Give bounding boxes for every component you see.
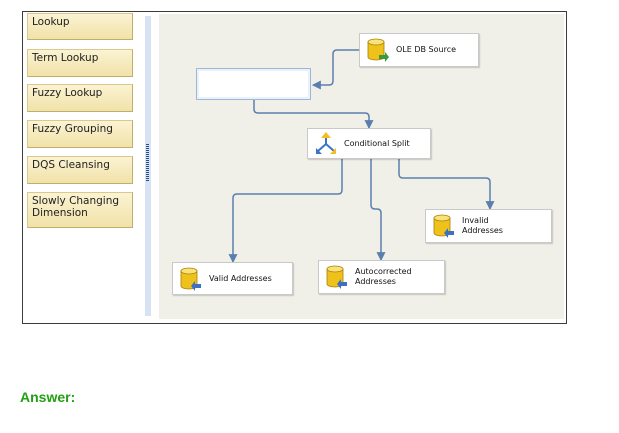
conditional-split-node[interactable]: Conditional Split — [307, 128, 431, 159]
toolbox-item-dqs-cleansing[interactable]: DQS Cleansing — [27, 156, 133, 184]
database-source-icon — [367, 38, 389, 62]
splitter-grip[interactable] — [146, 144, 149, 182]
conditional-split-label: Conditional Split — [344, 138, 410, 148]
toolbox-item-fuzzy-lookup[interactable]: Fuzzy Lookup — [27, 84, 133, 112]
invalid-addresses-label: Invalid Addresses — [462, 216, 503, 235]
ole-db-source-label: OLE DB Source — [396, 45, 457, 54]
invalid-addresses-node[interactable]: Invalid Addresses — [425, 209, 552, 243]
connector-split-to-invalid[interactable] — [398, 159, 495, 211]
autocorrected-addresses-label: Autocorrected Addresses — [355, 267, 412, 286]
empty-component-slot[interactable] — [196, 68, 311, 100]
toolbox-item-term-lookup[interactable]: Term Lookup — [27, 49, 133, 77]
connector-split-to-autocorrected[interactable] — [370, 159, 386, 262]
ssis-toolbox: Lookup Term Lookup Fuzzy Lookup Fuzzy Gr… — [23, 12, 145, 323]
conditional-split-icon — [316, 132, 336, 154]
autocorrected-addresses-node[interactable]: Autocorrected Addresses — [318, 260, 445, 294]
connector-source-to-slot[interactable] — [311, 49, 359, 90]
screenshot-frame: Lookup Term Lookup Fuzzy Lookup Fuzzy Gr… — [22, 11, 567, 324]
ole-db-source-node[interactable]: OLE DB Source — [359, 33, 479, 67]
valid-addresses-node[interactable]: Valid Addresses — [172, 262, 293, 295]
database-destination-icon — [180, 267, 201, 291]
connector-slot-to-split[interactable] — [253, 100, 374, 130]
database-destination-icon — [326, 265, 347, 289]
toolbox-item-fuzzy-grouping[interactable]: Fuzzy Grouping — [27, 120, 133, 148]
toolbox-item-slowly-changing-dimension[interactable]: Slowly Changing Dimension — [27, 192, 133, 228]
data-flow-canvas[interactable]: OLE DB Source Conditional Split Invalid … — [159, 14, 564, 319]
connector-split-to-valid[interactable] — [228, 159, 343, 264]
valid-addresses-label: Valid Addresses — [209, 273, 272, 283]
answer-label: Answer: — [20, 389, 76, 405]
database-destination-icon — [433, 214, 454, 238]
connectors-layer — [228, 49, 495, 264]
toolbox-item-lookup[interactable]: Lookup — [27, 13, 133, 40]
